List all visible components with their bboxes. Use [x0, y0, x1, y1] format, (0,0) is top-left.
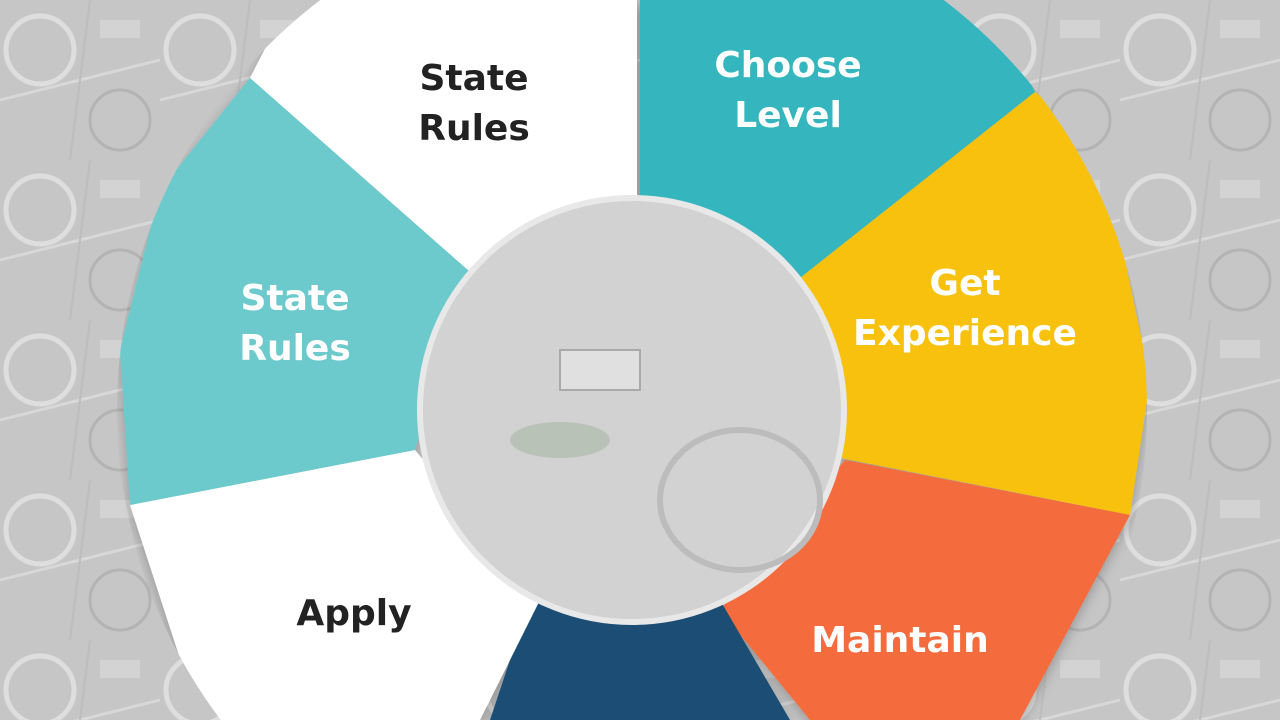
segment-get-experience: [800, 92, 1147, 515]
center-hole: [417, 195, 847, 625]
center-photo-detail: [510, 422, 610, 458]
segment-label-apply: Apply: [296, 593, 411, 634]
center-photo-detail: [559, 349, 641, 391]
segment-state-rules-top: [250, 0, 637, 272]
segment-maintain: [720, 460, 1130, 720]
segment-bottom-blank: [490, 600, 790, 720]
segment-label-maintain: Maintain: [811, 620, 989, 661]
segment-state-rules-left: [120, 78, 470, 505]
center-photo-detail: [657, 427, 823, 573]
segment-choose-level: [640, 0, 1035, 278]
segment-apply: [130, 450, 540, 720]
